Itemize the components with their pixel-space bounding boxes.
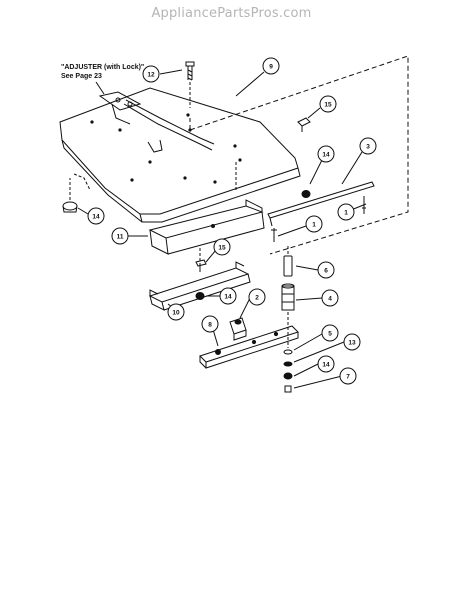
- svg-text:14: 14: [322, 362, 330, 369]
- cylinder-part-4: [281, 283, 295, 311]
- screw-part-15-top: [297, 117, 311, 132]
- svg-text:6: 6: [324, 268, 328, 275]
- callout-9: 9: [262, 57, 280, 75]
- svg-text:3: 3: [366, 144, 370, 151]
- rod-part-3: [267, 181, 375, 227]
- assembly-dashed-vertical: [199, 162, 237, 268]
- top-panel: [59, 87, 301, 223]
- svg-text:7: 7: [346, 374, 350, 381]
- cap-part-7: [284, 385, 292, 393]
- washer-part-13: [283, 361, 293, 367]
- svg-text:14: 14: [92, 214, 100, 221]
- callout-12: 12: [142, 65, 160, 83]
- screw-part-15-middle: [195, 259, 207, 272]
- svg-text:10: 10: [172, 310, 180, 317]
- callout-8: 8: [201, 315, 219, 333]
- svg-text:14: 14: [224, 294, 232, 301]
- svg-text:9: 9: [269, 64, 273, 71]
- callout-1-middle: 1: [305, 215, 323, 233]
- svg-text:12: 12: [147, 72, 155, 79]
- callout-4: 4: [321, 289, 339, 307]
- callout-6: 6: [317, 261, 335, 279]
- sleeve-part-6: [283, 246, 293, 277]
- callout-10: 10: [167, 303, 185, 321]
- plate-part-8: [199, 325, 299, 369]
- svg-text:5: 5: [328, 331, 332, 338]
- svg-text:1: 1: [344, 210, 348, 217]
- callout-7: 7: [339, 367, 357, 385]
- adjuster-note-line1: "ADJUSTER (with Lock)": [61, 64, 144, 71]
- callout-3: 3: [359, 137, 377, 155]
- callout-11: 11: [111, 227, 129, 245]
- nut-part-14-middle: [195, 292, 205, 300]
- svg-text:13: 13: [348, 340, 356, 347]
- assembly-dashed-line: [189, 55, 409, 255]
- callout-15-middle: 15: [213, 238, 231, 256]
- latch-part-2: [229, 317, 247, 341]
- svg-text:8: 8: [208, 322, 212, 329]
- callout-5: 5: [321, 324, 339, 342]
- nut-part-14-upper: [301, 190, 311, 198]
- callout-1-right: 1: [337, 203, 355, 221]
- svg-text:1: 1: [312, 222, 316, 229]
- svg-text:2: 2: [255, 295, 259, 302]
- svg-text:15: 15: [324, 102, 332, 109]
- callout-14-left: 14: [87, 207, 105, 225]
- callout-2: 2: [248, 288, 266, 306]
- callout-14-middle: 14: [219, 287, 237, 305]
- callout-13: 13: [343, 333, 361, 351]
- watermark-logo: AppliancePartsPros.com: [151, 6, 312, 21]
- adjuster-leader-line: [95, 81, 105, 95]
- leveler-foot-part-14: [62, 173, 91, 213]
- callout-15-top: 15: [319, 95, 337, 113]
- svg-text:11: 11: [117, 234, 124, 241]
- pin-part-1: [271, 228, 277, 242]
- adjuster-note-line2: See Page 23: [61, 73, 102, 80]
- nut-part-14-lower: [283, 372, 293, 380]
- channel-bracket-part-11: [148, 199, 265, 255]
- callout-14-lower: 14: [317, 355, 335, 373]
- adjuster-with-lock: [98, 91, 215, 153]
- svg-text:14: 14: [322, 152, 330, 159]
- svg-text:15: 15: [218, 245, 226, 252]
- lower-bracket-part-10: [148, 261, 251, 311]
- bolt-part-12: [185, 61, 195, 108]
- callout-14-upper: 14: [317, 145, 335, 163]
- washer-part-5: [283, 312, 293, 355]
- svg-text:4: 4: [328, 296, 332, 303]
